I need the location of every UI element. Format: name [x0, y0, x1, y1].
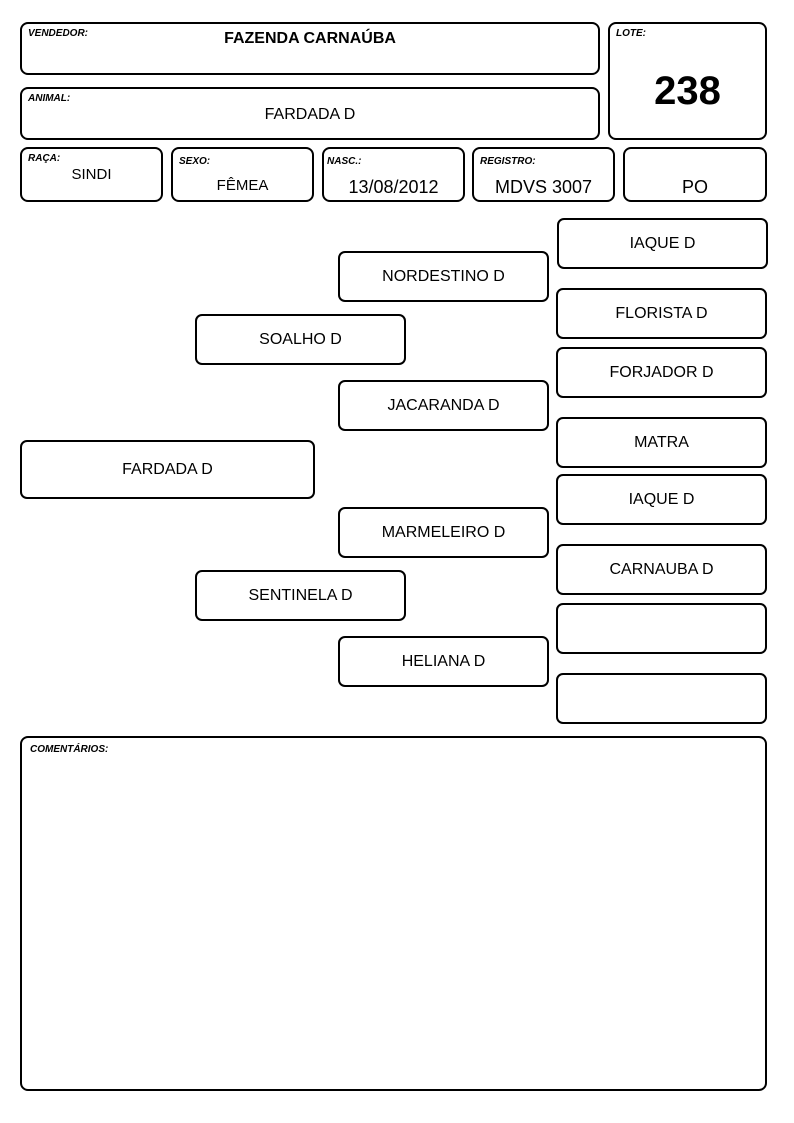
registro-label: REGISTRO:: [480, 156, 536, 167]
pedigree-sire: SOALHO D: [195, 314, 406, 365]
pedigree-sire-sire: NORDESTINO D: [338, 251, 549, 302]
lote-value: 238: [654, 69, 721, 113]
pedigree-great-grandparent: [556, 603, 767, 654]
pedigree-great-grandparent: CARNAUBA D: [556, 544, 767, 595]
pedigree-sire-dam: JACARANDA D: [338, 380, 549, 431]
animal-value: FARDADA D: [264, 106, 356, 123]
registro-value: MDVS 3007: [494, 177, 593, 197]
pedigree-dam: SENTINELA D: [195, 570, 406, 621]
animal-label: ANIMAL:: [28, 93, 71, 104]
tipo-field: PO: [623, 147, 767, 202]
pedigree-animal: FARDADA D: [20, 440, 315, 499]
vendedor-value: FAZENDA CARNAÚBA: [224, 30, 396, 47]
pedigree-great-grandparent: FORJADOR D: [556, 347, 767, 398]
sexo-field: SEXO: FÊMEA: [171, 147, 314, 202]
lote-label: LOTE:: [616, 28, 646, 39]
sexo-label: SEXO:: [179, 156, 211, 167]
tipo-value: PO: [681, 177, 708, 197]
pedigree-great-grandparent: IAQUE D: [557, 218, 768, 269]
raca-value: SINDI: [71, 166, 112, 183]
pedigree-dam-sire: MARMELEIRO D: [338, 507, 549, 558]
lote-field: LOTE: 238: [608, 22, 767, 140]
raca-label: RAÇA:: [28, 153, 61, 164]
pedigree-dam-dam: HELIANA D: [338, 636, 549, 687]
pedigree-great-grandparent: MATRA: [556, 417, 767, 468]
nasc-value: 13/08/2012: [348, 177, 439, 197]
pedigree-great-grandparent: FLORISTA D: [556, 288, 767, 339]
vendedor-field: VENDEDOR: FAZENDA CARNAÚBA: [20, 22, 600, 75]
comments-label: COMENTÁRIOS:: [30, 744, 109, 755]
sexo-value: FÊMEA: [216, 177, 269, 194]
vendedor-label: VENDEDOR:: [28, 28, 89, 39]
raca-field: RAÇA: SINDI: [20, 147, 163, 202]
comments-box[interactable]: COMENTÁRIOS:: [20, 736, 767, 1091]
nasc-field: NASC.: 13/08/2012: [322, 147, 465, 202]
pedigree-great-grandparent: [556, 673, 767, 724]
registro-field: REGISTRO: MDVS 3007: [472, 147, 615, 202]
pedigree-great-grandparent: IAQUE D: [556, 474, 767, 525]
animal-field: ANIMAL: FARDADA D: [20, 87, 600, 140]
nasc-label: NASC.:: [327, 156, 362, 167]
